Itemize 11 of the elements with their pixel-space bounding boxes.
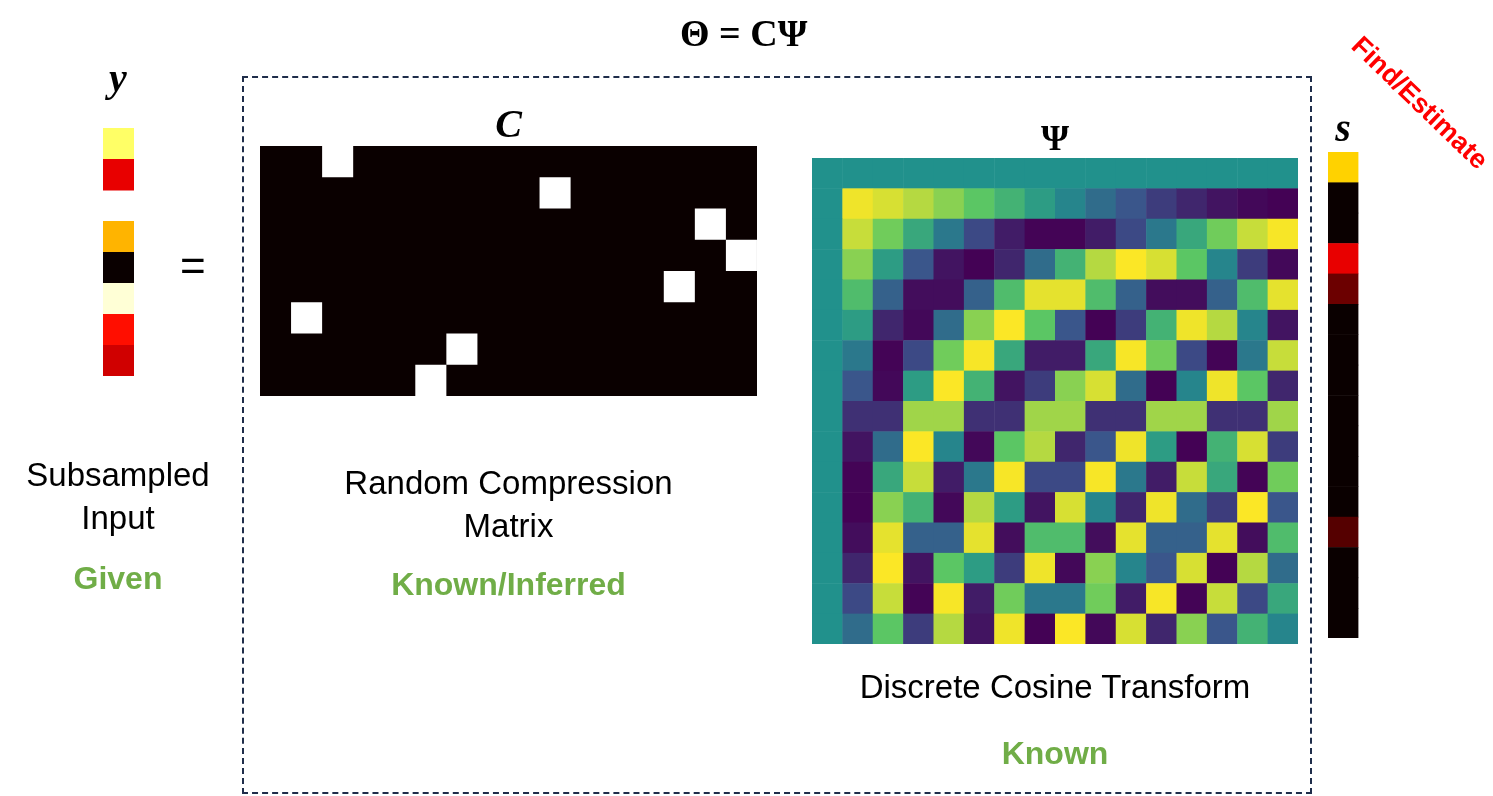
- matrix-symbol: Ψ: [1040, 120, 1070, 156]
- node-label: Discrete Cosine Transform: [859, 667, 1251, 707]
- status-label: Known/Inferred: [391, 567, 626, 600]
- node-label: Random Compression Matrix: [343, 463, 674, 546]
- matrix-symbol: C: [495, 104, 522, 144]
- vector-symbol: s: [1335, 108, 1351, 148]
- status-label: Given: [73, 561, 163, 594]
- status-label: Known: [1001, 736, 1109, 769]
- equals-sign: =: [180, 244, 206, 288]
- node-label: Subsampled Input: [25, 455, 211, 538]
- equation-title: Θ = CΨ: [680, 14, 808, 52]
